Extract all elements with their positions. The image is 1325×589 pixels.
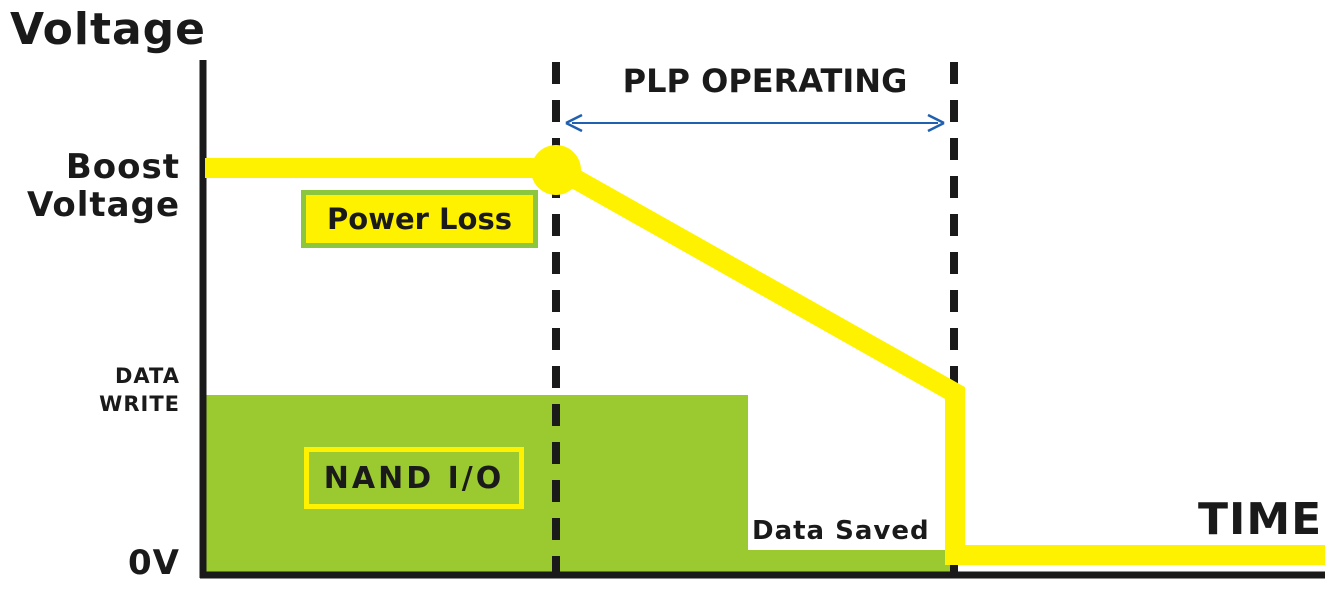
data-saved-label: Data Saved: [752, 516, 930, 546]
plp-operating-label: PLP OPERATING: [622, 62, 908, 100]
voltage-curve: [205, 158, 1325, 565]
plp-operating-arrow: [565, 113, 945, 133]
nand-io-region: [205, 395, 955, 572]
y-tick-boost-line2: Voltage: [26, 185, 180, 225]
y-axis-title: Voltage: [10, 4, 207, 55]
nand-io-label: NAND I/O: [304, 447, 524, 509]
y-tick-data-write-line1: DATA: [114, 364, 180, 388]
y-tick-data-write: DATA WRITE: [60, 362, 180, 418]
y-tick-boost-line1: Boost: [65, 147, 180, 187]
power-loss-label: Power Loss: [301, 190, 538, 248]
y-tick-data-write-line2: WRITE: [99, 392, 180, 416]
power-loss-point: [531, 145, 581, 195]
x-axis-title: TIME: [1198, 494, 1323, 545]
y-tick-zero: 0V: [128, 543, 180, 583]
y-tick-boost-voltage: Boost Voltage: [20, 148, 180, 224]
